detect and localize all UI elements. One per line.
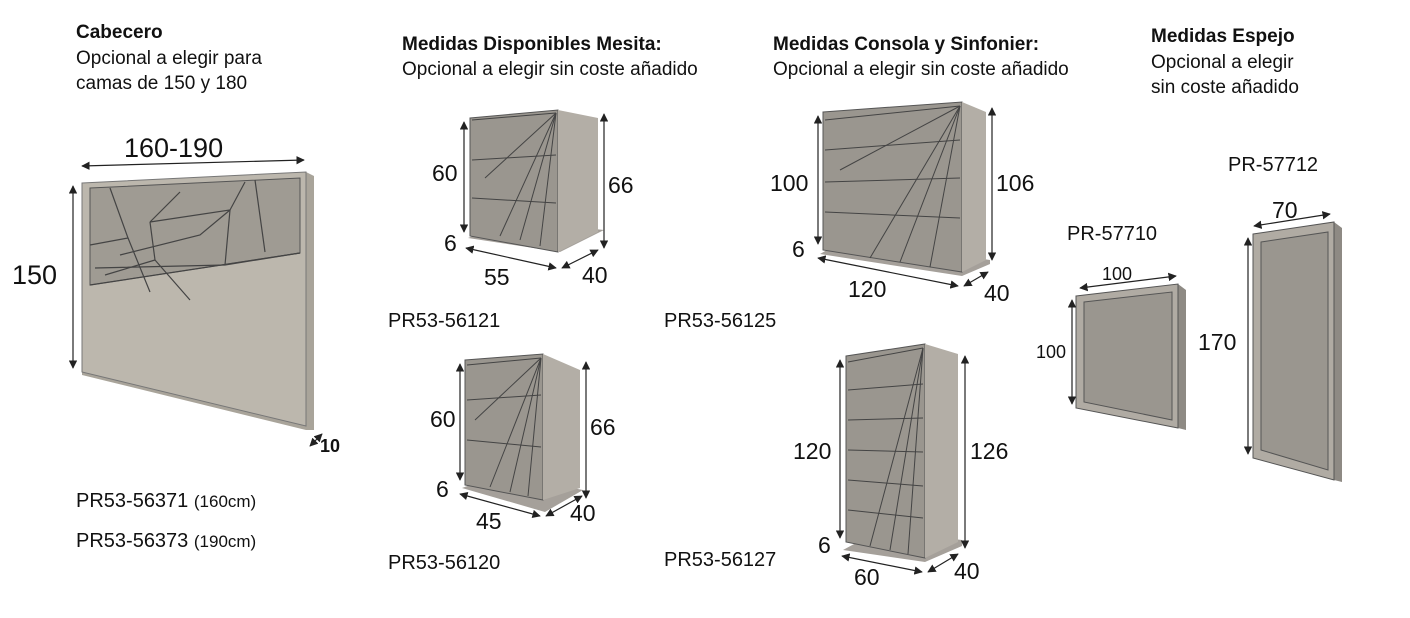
mirror-100-drawing — [1067, 272, 1186, 430]
console-drawing — [813, 101, 997, 289]
headboard-subtitle-line1: Opcional a elegir para — [76, 48, 262, 69]
mirror-100-width: 100 — [1102, 264, 1133, 284]
headboard-depth-label: 10 — [320, 436, 341, 456]
mirror-100-height: 100 — [1036, 342, 1067, 362]
mirror-subtitle-line2: sin coste añadido — [1151, 77, 1299, 98]
nightstand-45-body-height: 60 — [430, 406, 456, 432]
nightstand-55-depth: 40 — [582, 262, 608, 288]
headboard-subtitle-line2: camas de 150 y 180 — [76, 73, 248, 94]
mirror-subtitle-line1: Opcional a elegir — [1151, 52, 1294, 73]
nightstand-55-body-height: 60 — [432, 160, 458, 186]
mirror-170-drawing — [1243, 211, 1342, 482]
mirror-170-code: PR-57712 — [1228, 154, 1319, 176]
chiffonier-drawing — [835, 343, 970, 575]
chiffonier-base-height: 6 — [818, 532, 831, 558]
nightstand-45-code: PR53-56120 — [388, 552, 501, 574]
nightstand-45-depth: 40 — [570, 500, 596, 526]
headboard-code-190: PR53-56373 (190cm) — [76, 530, 257, 552]
mirror-title: Medidas Espejo — [1151, 26, 1295, 47]
chiffonier-code: PR53-56127 — [664, 549, 777, 571]
nightstand-45-width: 45 — [476, 508, 502, 534]
nightstand-45-drawing — [455, 353, 591, 519]
console-code: PR53-56125 — [664, 310, 777, 332]
mirror-170-width: 70 — [1272, 197, 1298, 223]
nightstand-55-total-height: 66 — [608, 172, 634, 198]
console-title: Medidas Consola y Sinfonier: — [773, 34, 1040, 55]
chiffonier-depth: 40 — [954, 558, 980, 584]
headboard-title: Cabecero — [76, 22, 163, 43]
headboard-height-label: 150 — [12, 260, 58, 290]
chiffonier-body-height: 120 — [793, 438, 832, 464]
nightstand-45-base-height: 6 — [436, 476, 449, 502]
nightstand-55-code: PR53-56121 — [388, 310, 501, 332]
headboard-drawing — [68, 156, 323, 447]
mirror-100-code: PR-57710 — [1067, 223, 1158, 245]
chiffonier-width: 60 — [854, 564, 880, 590]
chiffonier-total-height: 126 — [970, 438, 1009, 464]
console-body-height: 100 — [770, 170, 809, 196]
console-depth: 40 — [984, 280, 1010, 306]
mirror-170-height: 170 — [1198, 329, 1237, 355]
nightstand-title: Medidas Disponibles Mesita: — [402, 34, 662, 55]
console-base-height: 6 — [792, 236, 805, 262]
headboard-code-160: PR53-56371 (160cm) — [76, 490, 257, 512]
nightstand-55-width: 55 — [484, 264, 510, 290]
console-width: 120 — [848, 276, 887, 302]
nightstand-45-total-height: 66 — [590, 414, 616, 440]
nightstand-55-drawing — [459, 109, 609, 271]
nightstand-55-base-height: 6 — [444, 230, 457, 256]
nightstand-subtitle: Opcional a elegir sin coste añadido — [402, 59, 698, 80]
console-total-height: 106 — [996, 170, 1035, 196]
headboard-width-label: 160-190 — [124, 133, 224, 163]
console-subtitle: Opcional a elegir sin coste añadido — [773, 59, 1069, 80]
